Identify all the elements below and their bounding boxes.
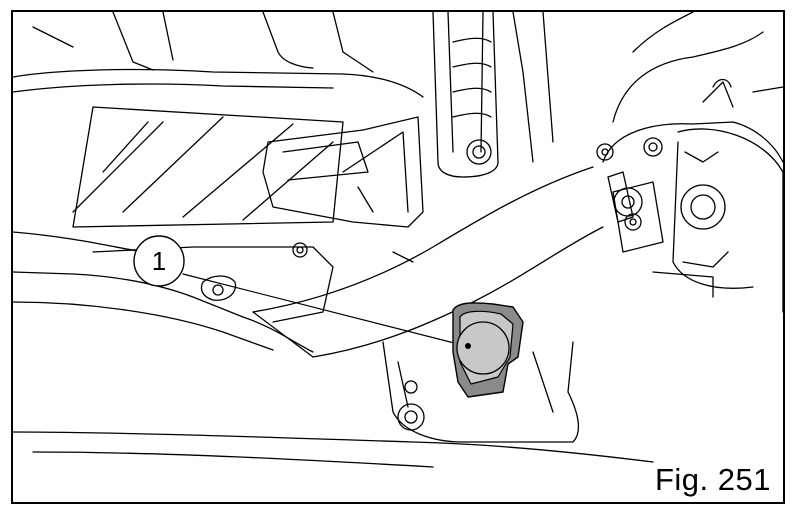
control-arm (252, 166, 604, 358)
hub-assembly (596, 12, 783, 313)
lower-bracket (382, 341, 580, 443)
figure-frame: 1 Fig. 251 (11, 10, 785, 504)
callout-number: 1 (152, 246, 166, 276)
line-drawing: 1 (13, 12, 783, 468)
panel (72, 106, 344, 228)
bracket (262, 116, 424, 228)
figure-label: Fig. 251 (654, 462, 771, 497)
highlighted-part (452, 302, 524, 398)
leader-line (182, 273, 471, 349)
callout-1: 1 (133, 235, 185, 287)
strut (432, 12, 554, 178)
chassis-lines (13, 12, 654, 468)
